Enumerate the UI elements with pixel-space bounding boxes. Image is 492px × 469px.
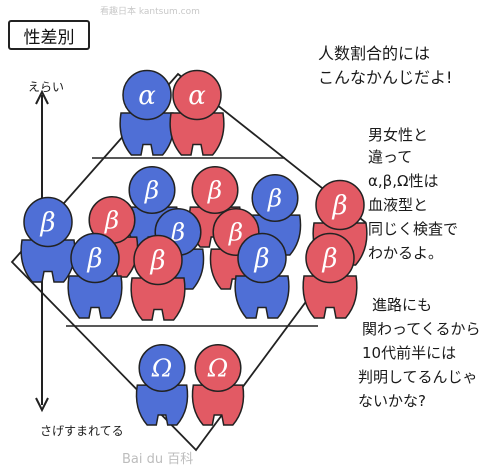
headline-line-1: 人数割合的には [318,44,431,63]
alpha-figure-blue-head [122,69,172,121]
note-b-line-5: ないかな? [358,392,426,410]
beta-figure-red-5-body [302,275,358,319]
note-a-line-6: わかるよ。 [368,244,444,262]
beta-figure-blue-2-letter: β [144,176,159,205]
beta-figure-blue-2-head [128,165,176,215]
note-b-line-4: 判明してるんじゃ [358,368,478,386]
beta-figure-red-4-head [133,234,183,286]
beta-figure-blue-5-head [251,173,299,223]
alpha-figure-blue-letter: α [138,81,156,111]
watermark-top: 看趣日本 kantsum.com [100,7,200,17]
beta-figure-blue-3-letter: β [170,218,185,247]
beta-figure-blue-4: β [67,232,123,319]
beta-figure-blue-4-body [67,275,123,319]
beta-figure-blue-5-letter: β [267,184,282,213]
beta-figure-blue-6-body [234,275,290,319]
beta-figure-red-7-head [315,179,365,231]
beta-figure-red-1-letter: β [104,206,119,235]
headline-line-2: こんなかんじだよ! [318,68,453,87]
axis-bottom-label: さげすまれてる [40,424,124,438]
omega-figure-red-letter: Ω [207,354,228,383]
diamond-outline [10,72,367,452]
beta-figure-red-5-letter: β [321,244,337,274]
omega-figure-blue: Ω [135,343,189,426]
note-b-line-1: 進路にも [372,296,433,314]
alpha-figure-blue: α [119,69,175,156]
omega-figure-blue-letter: Ω [151,354,172,383]
omega-figure-blue-body [135,384,189,426]
note-a-line-5: 同じく検査で [368,220,459,238]
note-a-line-3: α,β,Ω性は [368,172,439,190]
note-a-line-1: 男女性と [368,126,429,144]
axis-arrow-down [35,397,49,413]
beta-figure-red-3-letter: β [228,218,243,247]
note-b-line-2: 関わってくるから [362,320,481,338]
beta-figure-red-5: β [302,232,358,319]
title-box: 性差別 [8,20,90,50]
beta-figure-blue-6-letter: β [253,244,269,274]
axis-arrow-up [35,89,49,105]
beta-figure-blue-6-head [237,232,287,284]
beta-figure-red-2-head [191,165,239,215]
beta-figure-blue-1: β [20,196,76,283]
alpha-figure-red-head [172,69,222,121]
axis-top-label: えらい [28,80,65,94]
beta-figure-blue-4-head [70,232,120,284]
omega-figure-red-body [191,384,245,426]
beta-figure-blue-4-letter: β [86,244,102,274]
note-a-line-2: 違って [368,148,413,166]
title-label: 性差別 [23,27,75,48]
omega-figure-red-head [194,343,242,393]
alpha-figure-red-letter: α [188,81,206,111]
omega-figure-blue-head [138,343,186,393]
beta-figure-red-2-letter: β [207,176,222,205]
beta-figure-blue-6: β [234,232,290,319]
watermark-bottom: Bai du 百科 [122,452,194,467]
beta-figure-red-7-letter: β [331,191,347,221]
omega-figure-red: Ω [191,343,245,426]
beta-figure-blue-1-head [23,196,73,248]
alpha-figure-red: α [169,69,225,156]
beta-figure-red-5-head [305,232,355,284]
note-b-line-3: 10代前半には [362,344,457,362]
beta-figure-blue-1-letter: β [39,208,55,238]
beta-figure-red-4: β [130,234,186,321]
beta-figure-red-4-letter: β [149,246,165,276]
beta-figure-red-4-body [130,277,186,321]
alpha-figure-red-body [169,112,225,156]
beta-figure-blue-5: β [248,173,302,256]
note-a-line-4: 血液型と [368,196,429,214]
